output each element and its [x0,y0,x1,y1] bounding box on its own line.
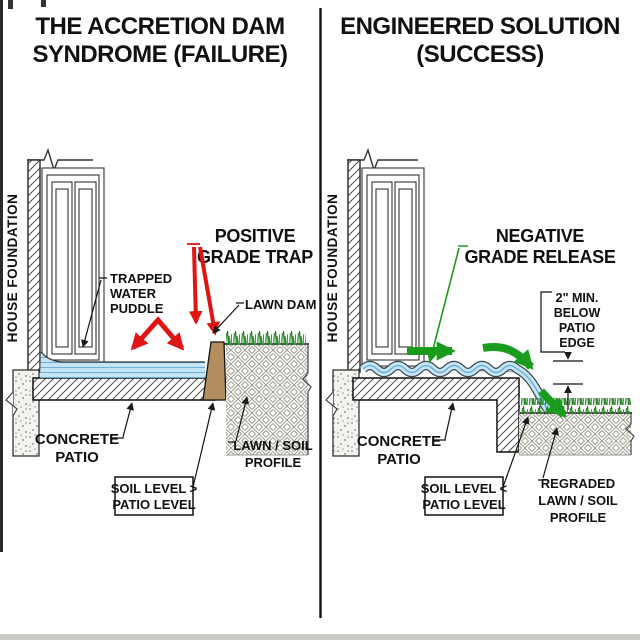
trapped-water-line1: TRAPPED [110,271,172,286]
right-house-foundation-label: HOUSE FOUNDATION [325,194,340,343]
right-house-foundation-wall [325,147,425,457]
grass-tufts [519,398,631,414]
grass-tufts [226,330,306,345]
left-title-line2: SYNDROME (FAILURE) [33,41,288,68]
lawn-dam-shape [202,341,227,401]
dimension-line3: PATIO [559,321,596,335]
left-soil-level-line2: PATIO LEVEL [112,497,195,512]
footing-break-symbol [5,391,18,417]
rain-arrow-2 [198,246,220,336]
left-soil-profile-leader [228,397,247,443]
dimension-line4: EDGE [559,336,594,350]
left-soil-level-line1: SOIL LEVEL > [111,481,198,496]
lawn-dam-leader [213,302,244,333]
wall-cut-line [347,147,418,173]
right-title-line1: ENGINEERED SOLUTION [340,13,620,40]
left-title-line1: THE ACCRETION DAM [35,13,284,40]
right-title-line2: (SUCCESS) [416,41,544,68]
patio-door [361,167,425,367]
left-concrete-patio-slab [32,377,216,401]
right-patio-line1: CONCRETE [357,433,441,450]
footing-break-symbol [325,391,338,417]
dimension-line2: BELOW [554,306,601,320]
lawn-dam-label: LAWN DAM [213,297,317,333]
right-soil-level-line1: SOIL LEVEL < [421,481,508,496]
regraded-lawn-soil-profile [519,398,635,456]
dimension-bracket [540,291,565,353]
right-patio-line2: PATIO [377,451,421,468]
left-soil-level-frame [114,476,194,516]
puddle-surface-line [40,351,205,363]
right-soil-level-frame [424,476,504,516]
trapped-water-line2: WATER [110,286,157,301]
right-concrete-patio-slab [352,377,520,453]
trapped-water-leader [83,277,107,347]
left-patio-line1: CONCRETE [35,431,119,448]
left-house-foundation-wall [5,147,105,457]
left-concrete-patio-label: CONCRETE PATIO [35,403,132,466]
trapped-water-label: TRAPPED WATER PUDDLE [83,271,172,347]
left-house-foundation-label: HOUSE FOUNDATION [5,194,20,343]
left-soil-profile-line2: PROFILE [245,455,302,470]
rain-arrow-1 [188,246,203,325]
left-soil-profile-label: LAWN / SOIL PROFILE [228,397,313,470]
right-soil-level-box: SOIL LEVEL < PATIO LEVEL [421,416,530,516]
min-drop-dimension: 2" MIN. BELOW PATIO EDGE [540,291,601,410]
flow-arrow-over-edge [482,343,535,370]
negative-grade-line1: NEGATIVE [496,226,585,246]
regraded-line1: REGRADED [541,476,615,491]
puddle-water [40,352,205,378]
negative-grade-leader [430,245,468,361]
flow-arrow-into-soil [538,388,567,418]
soil-right-break [625,413,635,455]
left-panel-failure: THE ACCRETION DAM SYNDROME (FAILURE) HOU… [5,13,317,516]
positive-grade-trap-line2: GRADE TRAP [197,247,313,267]
negative-grade-line2: GRADE RELEASE [464,247,615,267]
right-panel-success: ENGINEERED SOLUTION (SUCCESS) HOUSE FOUN… [325,13,635,525]
dimension-line1: 2" MIN. [556,291,599,305]
regraded-line2: LAWN / SOIL [538,493,618,508]
right-patio-leader [434,403,453,441]
dimension-ticks [553,360,583,385]
left-patio-leader [112,403,132,439]
soil-block [519,413,631,455]
trapped-water-line3: PUDDLE [110,301,164,316]
right-soil-level-line2: PATIO LEVEL [422,497,505,512]
soil-right-break [302,345,312,455]
patio-door [41,167,105,367]
regraded-leader [538,428,557,481]
trapped-water-puddle [40,351,205,378]
left-soil-profile-line1: LAWN / SOIL [233,438,313,453]
lawn-dam-text: LAWN DAM [245,297,317,312]
splash-bounce-arrow [130,316,185,351]
foundation-wall-section [27,159,41,373]
right-soil-level-leader [502,416,530,488]
regraded-line3: PROFILE [550,510,607,525]
wall-cut-line [27,147,93,173]
left-soil-level-box: SOIL LEVEL > PATIO LEVEL [111,402,216,516]
positive-grade-trap-line1: POSITIVE [215,226,296,246]
left-patio-line2: PATIO [55,449,99,466]
positive-grade-trap-callout: POSITIVE GRADE TRAP [130,226,314,351]
right-concrete-patio-label: CONCRETE PATIO [357,403,453,468]
regraded-profile-label: REGRADED LAWN / SOIL PROFILE [538,428,618,525]
foundation-wall-section [347,159,361,373]
negative-grade-release-callout: NEGATIVE GRADE RELEASE [407,226,616,418]
left-soil-level-leader [192,402,216,488]
